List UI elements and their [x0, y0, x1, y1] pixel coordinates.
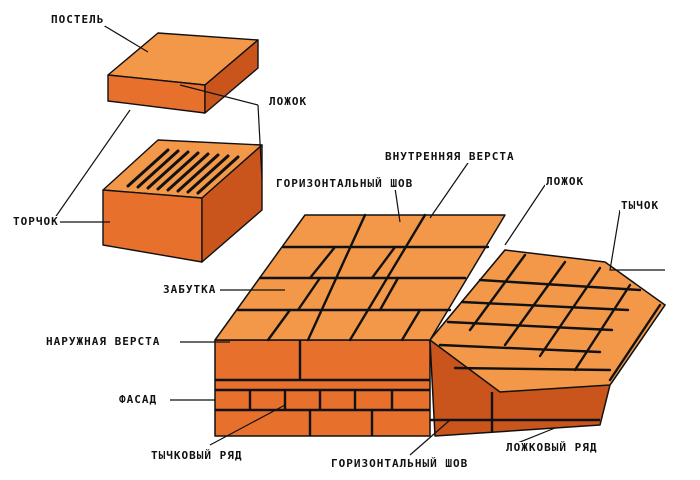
leader-lines	[51, 24, 665, 456]
label-torchok: ТОРЧОК	[12, 215, 60, 228]
stepped-top-lower	[429, 249, 666, 393]
label-lozhok-top: ЛОЖОК	[268, 95, 309, 108]
perforated-brick	[102, 139, 263, 263]
label-lozhok-right: ЛОЖОК	[545, 175, 586, 188]
label-tychkovy-ryad: ТЫЧКОВЫЙ РЯД	[150, 449, 244, 462]
perforated-front-face	[102, 189, 203, 263]
label-fasad: ФАСАД	[118, 393, 159, 406]
front-joints	[215, 340, 600, 436]
label-postel: ПОСТЕЛЬ	[50, 13, 106, 26]
perforated-side-face	[201, 144, 263, 263]
step-joints	[438, 253, 662, 382]
perforation-slots	[126, 148, 240, 195]
label-gorizontalny-shov-top: ГОРИЗОНТАЛЬНЫЙ ШОВ	[275, 177, 415, 190]
top-joints	[236, 213, 490, 342]
label-gorizontalny-shov-bottom: ГОРИЗОНТАЛЬНЫЙ ШОВ	[330, 457, 470, 470]
single-brick	[107, 32, 259, 114]
label-zabutka: ЗАБУТКА	[162, 283, 218, 296]
label-tychok: ТЫЧОК	[620, 199, 661, 212]
label-lozhkovy-ryad: ЛОЖКОВЫЙ РЯД	[505, 441, 599, 454]
wall-front-face	[214, 339, 431, 437]
label-naruzhnaya-versta: НАРУЖНАЯ ВЕРСТА	[45, 335, 162, 348]
label-vnutrennyaya-versta: ВНУТРЕННЯЯ ВЕРСТА	[384, 150, 516, 163]
